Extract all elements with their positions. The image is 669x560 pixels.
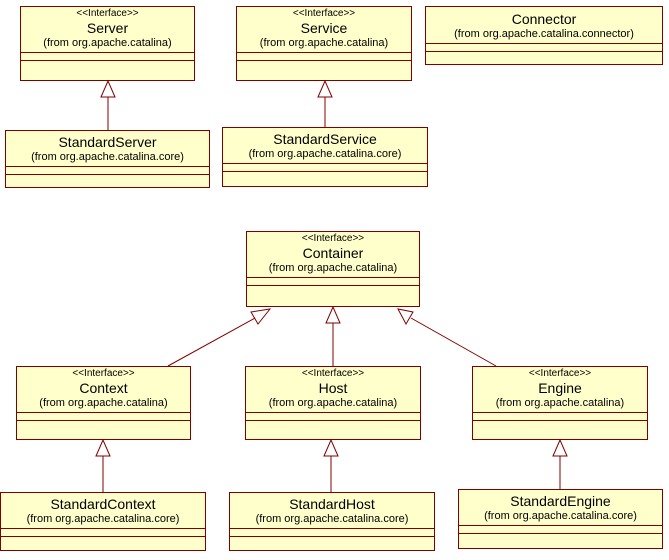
service-stereotype: <<Interface>> [292, 8, 356, 19]
host-class-name: Host [318, 380, 348, 396]
standardcontext-class-name: StandardContext [50, 496, 156, 512]
container-class-box[interactable]: <<Interface>> Container (from org.apache… [246, 231, 420, 307]
standardcontext-attributes-compartment [1, 529, 205, 537]
standardservice-attributes-compartment [223, 164, 427, 172]
connector-package: (from org.apache.catalina.connector) [454, 28, 634, 40]
connector-attributes-compartment [426, 44, 662, 52]
standardhost-package: (from org.apache.catalina.core) [255, 513, 409, 525]
container-class-name: Container [302, 245, 364, 261]
service-package: (from org.apache.catalina) [259, 37, 389, 49]
engine-operations-compartment [473, 421, 647, 439]
standardservice-to-service-arrow [317, 79, 333, 127]
standardcontext-class-box[interactable]: StandardContext (from org.apache.catalin… [0, 492, 206, 551]
standardserver-class-name: StandardServer [58, 134, 157, 150]
standardserver-package: (from org.apache.catalina.core) [31, 151, 184, 163]
host-class-header: <<Interface>> Host (from org.apache.cata… [246, 367, 420, 413]
standardhost-attributes-compartment [230, 529, 434, 537]
server-class-name: Server [86, 20, 129, 36]
host-stereotype: <<Interface>> [301, 368, 365, 379]
connector-operations-compartment [426, 52, 662, 64]
service-class-name: Service [300, 20, 348, 36]
host-to-container-arrow [325, 305, 341, 366]
context-class-box[interactable]: <<Interface>> Context (from org.apache.c… [16, 366, 191, 440]
standardengine-class-box[interactable]: StandardEngine (from org.apache.catalina… [458, 489, 663, 549]
context-class-header: <<Interface>> Context (from org.apache.c… [17, 367, 190, 413]
standardservice-package: (from org.apache.catalina.core) [248, 148, 402, 160]
container-operations-compartment [247, 286, 419, 306]
standardengine-operations-compartment [459, 534, 662, 548]
standardhost-class-box[interactable]: StandardHost (from org.apache.catalina.c… [229, 492, 435, 551]
engine-attributes-compartment [473, 413, 647, 421]
container-class-header: <<Interface>> Container (from org.apache… [247, 232, 419, 278]
standardcontext-operations-compartment [1, 537, 205, 550]
standardserver-attributes-compartment [6, 167, 209, 175]
standardhost-class-header: StandardHost (from org.apache.catalina.c… [230, 493, 434, 529]
standardserver-class-box[interactable]: StandardServer (from org.apache.catalina… [5, 130, 210, 188]
standardserver-to-server-arrow [100, 79, 116, 130]
connector-class-box[interactable]: Connector (from org.apache.catalina.conn… [425, 6, 663, 65]
standardcontext-class-header: StandardContext (from org.apache.catalin… [1, 493, 205, 529]
engine-class-header: <<Interface>> Engine (from org.apache.ca… [473, 367, 647, 413]
engine-to-container-arrow [397, 308, 497, 367]
context-attributes-compartment [17, 413, 190, 421]
service-attributes-compartment [237, 53, 411, 61]
standardengine-class-name: StandardEngine [510, 493, 611, 509]
engine-class-box[interactable]: <<Interface>> Engine (from org.apache.ca… [472, 366, 648, 440]
service-operations-compartment [237, 61, 411, 80]
server-stereotype: <<Interface>> [76, 8, 139, 19]
container-package: (from org.apache.catalina) [268, 262, 398, 274]
engine-stereotype: <<Interface>> [528, 368, 592, 379]
standardengine-to-engine-arrow [552, 438, 568, 489]
standardservice-operations-compartment [223, 172, 427, 186]
connector-class-header: Connector (from org.apache.catalina.conn… [426, 7, 662, 44]
engine-class-name: Engine [538, 380, 582, 396]
context-stereotype: <<Interface>> [72, 368, 135, 379]
standardengine-class-header: StandardEngine (from org.apache.catalina… [459, 490, 662, 526]
service-class-box[interactable]: <<Interface>> Service (from org.apache.c… [236, 6, 412, 81]
engine-package: (from org.apache.catalina) [495, 397, 625, 409]
standardservice-class-name: StandardService [273, 131, 377, 147]
context-operations-compartment [17, 421, 190, 439]
standardcontext-package: (from org.apache.catalina.core) [26, 513, 180, 525]
server-operations-compartment [21, 61, 194, 80]
standardservice-class-header: StandardService (from org.apache.catalin… [223, 128, 427, 164]
container-attributes-compartment [247, 278, 419, 286]
standardengine-package: (from org.apache.catalina.core) [484, 510, 637, 522]
server-class-header: <<Interface>> Server (from org.apache.ca… [21, 7, 194, 53]
standardcontext-to-context-arrow [95, 438, 111, 492]
standardhost-operations-compartment [230, 537, 434, 550]
host-class-box[interactable]: <<Interface>> Host (from org.apache.cata… [245, 366, 421, 440]
host-operations-compartment [246, 421, 420, 439]
container-stereotype: <<Interface>> [301, 233, 365, 244]
context-class-name: Context [79, 380, 128, 396]
context-package: (from org.apache.catalina) [39, 397, 168, 409]
standardserver-operations-compartment [6, 175, 209, 187]
server-package: (from org.apache.catalina) [43, 37, 172, 49]
service-class-header: <<Interface>> Service (from org.apache.c… [237, 7, 411, 53]
standardservice-class-box[interactable]: StandardService (from org.apache.catalin… [222, 127, 428, 187]
standardengine-attributes-compartment [459, 526, 662, 534]
server-attributes-compartment [21, 53, 194, 61]
standardhost-to-host-arrow [323, 438, 339, 492]
host-package: (from org.apache.catalina) [268, 397, 398, 409]
host-attributes-compartment [246, 413, 420, 421]
connector-class-name: Connector [511, 11, 577, 27]
standardhost-class-name: StandardHost [289, 496, 375, 512]
standardserver-class-header: StandardServer (from org.apache.catalina… [6, 131, 209, 167]
server-class-box[interactable]: <<Interface>> Server (from org.apache.ca… [20, 6, 195, 81]
context-to-container-arrow [167, 308, 272, 367]
